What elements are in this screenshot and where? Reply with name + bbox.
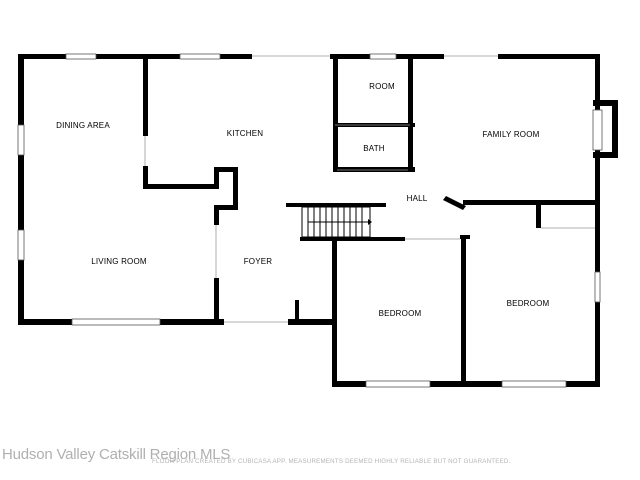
label-bedroom-2: BEDROOM (507, 299, 550, 308)
windows (17, 53, 603, 388)
interior-walls (143, 54, 598, 385)
label-dining-area: DINING AREA (56, 121, 110, 130)
room-labels: DINING AREA KITCHEN ROOM BATH FAMILY ROO… (56, 82, 549, 318)
label-foyer: FOYER (244, 257, 273, 266)
floorplan-disclaimer: FLOOR PLAN CREATED BY CUBICASA APP. MEAS… (152, 458, 511, 465)
label-family-room: FAMILY ROOM (482, 130, 539, 139)
label-hall: HALL (407, 194, 428, 203)
label-bedroom-1: BEDROOM (379, 309, 422, 318)
door-openings (144, 55, 595, 323)
staircase (301, 206, 372, 238)
label-room: ROOM (369, 82, 395, 91)
mls-watermark: Hudson Valley Catskill Region MLS (2, 446, 231, 463)
label-bath: BATH (363, 144, 385, 153)
label-kitchen: KITCHEN (227, 129, 264, 138)
label-living-room: LIVING ROOM (91, 257, 147, 266)
